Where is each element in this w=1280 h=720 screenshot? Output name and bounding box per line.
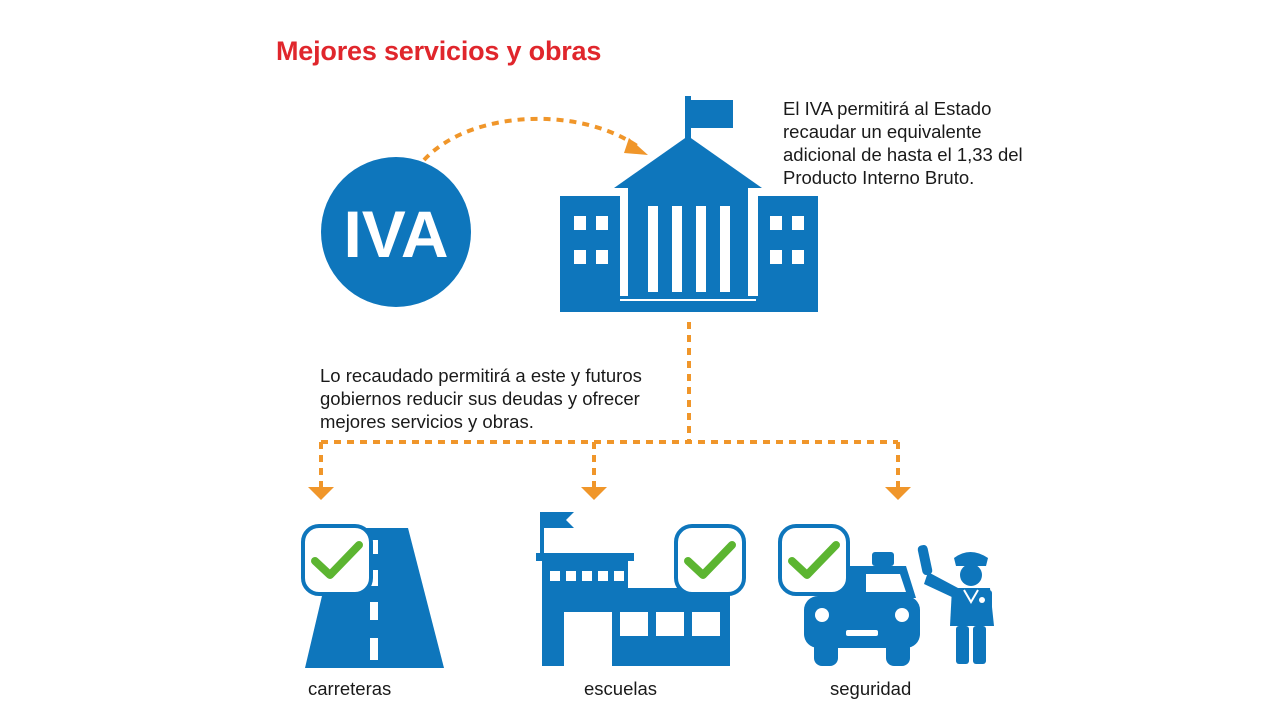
officer-badge: [979, 597, 985, 603]
description-top: El IVA permitirá al Estado recaudar un e…: [783, 98, 1023, 188]
check-badge-schools: [674, 524, 746, 596]
check-icon: [684, 541, 736, 579]
check-badge-roads: [301, 524, 373, 596]
iva-badge-text: IVA: [343, 197, 448, 271]
arrowhead-roads: [308, 487, 334, 500]
iva-circle: [321, 157, 471, 307]
page-title: Mejores servicios y obras: [276, 36, 602, 66]
outcome-label-roads: carreteras: [308, 678, 392, 699]
school-details: [550, 571, 720, 666]
building-details: [574, 206, 804, 301]
description-middle: Lo recaudado permitirá a este y futuros …: [320, 365, 642, 432]
arrow-iva-to-state-head: [624, 138, 648, 155]
police-car-details: [815, 574, 909, 636]
check-icon: [311, 541, 363, 579]
police-officer-icon: [917, 545, 994, 664]
check-badge-security: [778, 524, 850, 596]
iva-badge: IVA: [321, 157, 471, 307]
outcome-label-schools: escuelas: [584, 678, 658, 699]
officer-collar: [963, 589, 979, 604]
arrow-iva-to-state: [422, 116, 642, 162]
arrowhead-schools: [581, 487, 607, 500]
arrowhead-security: [885, 487, 911, 500]
check-icon: [788, 541, 840, 579]
outcome-label-security: seguridad: [830, 678, 912, 699]
